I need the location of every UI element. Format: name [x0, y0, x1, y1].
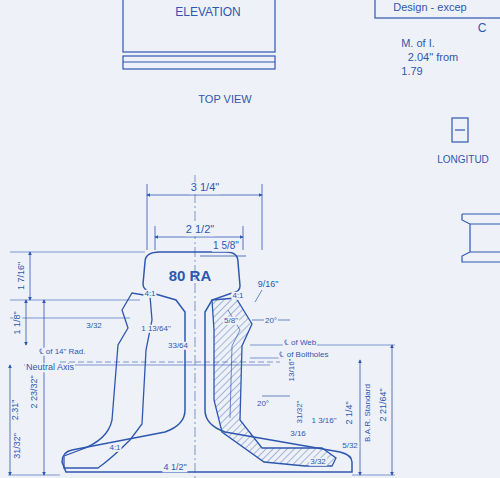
- dimension-label: 9/16": [257, 280, 280, 289]
- dimension-line: [200, 256, 246, 257]
- dimension-label: 2.31": [11, 399, 20, 422]
- dimension-label: 2 1/2": [185, 224, 215, 236]
- rail-designation: 80 RA: [168, 268, 213, 284]
- dimension-line: [30, 252, 31, 300]
- neutral-axis-line: [60, 362, 280, 363]
- dimension-label: 2 21/64": [379, 387, 388, 422]
- dimension-label: 1 1/8": [13, 310, 22, 335]
- dimension-label: ℄ of Web: [283, 339, 317, 347]
- extension-line: [147, 184, 262, 250]
- joint-bar-longitudinal: [462, 214, 500, 262]
- dimension-line: [360, 360, 361, 475]
- dimension-label: B.A.R. Standard: [364, 383, 372, 443]
- dimension-label: ELEVATION: [174, 6, 242, 19]
- dimension-label: 4:1: [143, 290, 156, 298]
- dimension-label: M. of I.: [400, 38, 436, 50]
- dimension-label: 2 1/4": [345, 400, 354, 425]
- dimension-label: 4:1: [108, 444, 121, 452]
- dimension-label: 13/16": [288, 358, 296, 383]
- dimension-label: LONGITUD: [436, 155, 490, 166]
- dimension-label: 3/32: [309, 458, 327, 466]
- dimension-label: 2.04" from: [407, 52, 459, 64]
- dimension-line: [44, 300, 45, 475]
- dimension-label: Design - excep: [392, 2, 467, 14]
- dimension-label: 33/64: [167, 342, 189, 350]
- dimension-label: 3/32: [85, 322, 103, 330]
- dimension-label: 31/32": [296, 400, 304, 425]
- dimension-label: 20°: [256, 400, 270, 408]
- rail-profile: [62, 252, 352, 472]
- dimension-line: [392, 345, 393, 475]
- web-centre-line: [195, 175, 196, 478]
- dimension-line: [155, 237, 243, 238]
- joint-bar-right: [212, 298, 336, 466]
- note-box: [375, 0, 500, 18]
- dimension-label: 3/16: [289, 430, 307, 438]
- top-view-line: [123, 61, 275, 62]
- dimension-label: Neutral Axis: [25, 363, 75, 372]
- dimension-label: 1 7/16": [17, 261, 26, 291]
- top-view-outline: [123, 56, 275, 69]
- joint-bar-left: [64, 293, 152, 468]
- dimension-label: 1 3/16": [310, 417, 337, 425]
- elevation-outline: [123, 0, 275, 52]
- dimension-label: ℄ of Boltholes: [278, 351, 329, 359]
- section-symbol: [452, 118, 468, 142]
- dimension-label: 2 23/32": [30, 374, 39, 409]
- dimension-label: TOP VIEW: [197, 94, 252, 106]
- dimension-label: 4 1/2": [162, 463, 187, 472]
- dimension-label: 1 5/8": [212, 241, 240, 252]
- dimension-label: 1.79: [400, 66, 423, 78]
- dimension-label: 5/8": [223, 317, 239, 325]
- dimension-label: 1 13/64": [140, 325, 172, 333]
- dimension-label: C: [477, 22, 488, 35]
- dimension-label: 31/32": [13, 432, 22, 460]
- dimension-label: 20°: [264, 317, 278, 325]
- dimension-label: 4:1: [231, 292, 244, 300]
- dimension-label: ℄ of 14" Rad.: [38, 348, 87, 356]
- section-symbol-line: [455, 129, 465, 130]
- dimension-label: 3 1/4": [190, 182, 220, 194]
- dimension-line: [26, 300, 27, 345]
- dimension-label: 5/32: [341, 442, 359, 450]
- dimension-line: [147, 195, 262, 196]
